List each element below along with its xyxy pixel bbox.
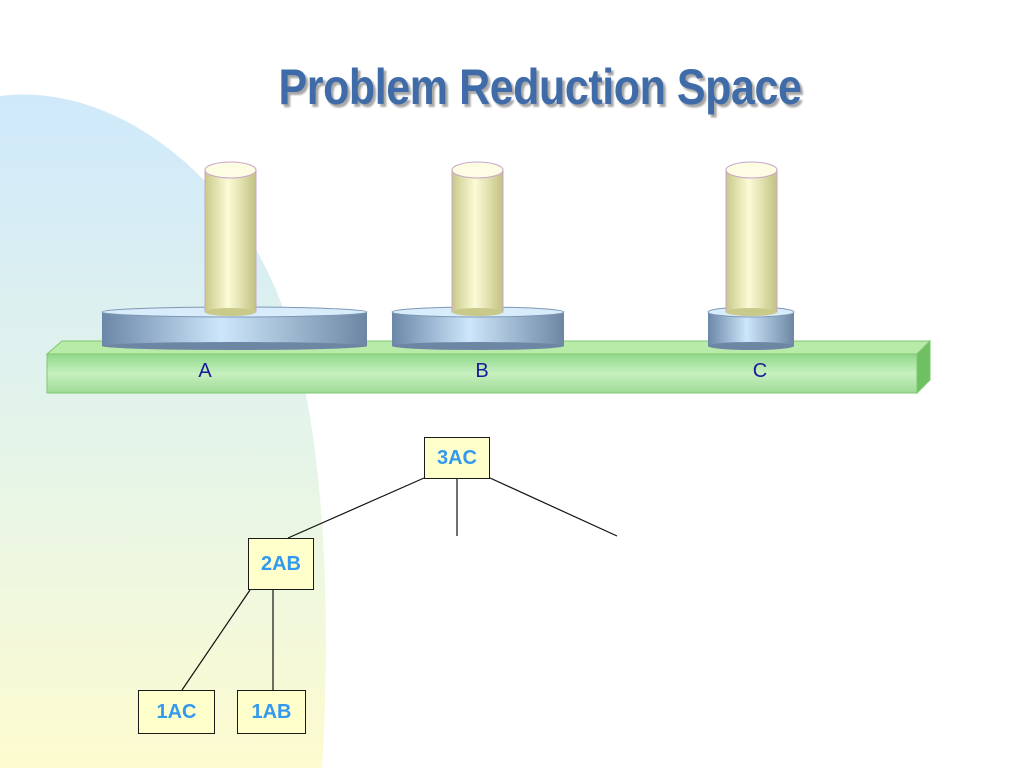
peg-label-c: C bbox=[752, 360, 768, 382]
peg-c bbox=[725, 161, 778, 316]
tree-node-2ab: 2AB bbox=[248, 538, 314, 590]
background-blob bbox=[0, 94, 326, 768]
tree-node-1ab: 1AB bbox=[237, 690, 306, 734]
tree-edges bbox=[181, 477, 618, 691]
tree-node-1ac: 1AC bbox=[138, 690, 215, 734]
edge-3ac-right bbox=[489, 477, 618, 537]
disk-large bbox=[101, 306, 368, 350]
peg-a bbox=[204, 161, 257, 316]
slide-title: Problem Reduction Space bbox=[278, 59, 802, 115]
edge-3ac-2ab bbox=[287, 477, 425, 539]
tree-node-3ac: 3AC bbox=[424, 437, 490, 479]
disk-small bbox=[707, 306, 795, 350]
peg-label-a: A bbox=[198, 360, 212, 382]
edge-2ab-1ac bbox=[181, 589, 251, 691]
peg-b bbox=[451, 161, 504, 316]
peg-label-b: B bbox=[475, 360, 489, 382]
disk-medium bbox=[391, 306, 565, 350]
